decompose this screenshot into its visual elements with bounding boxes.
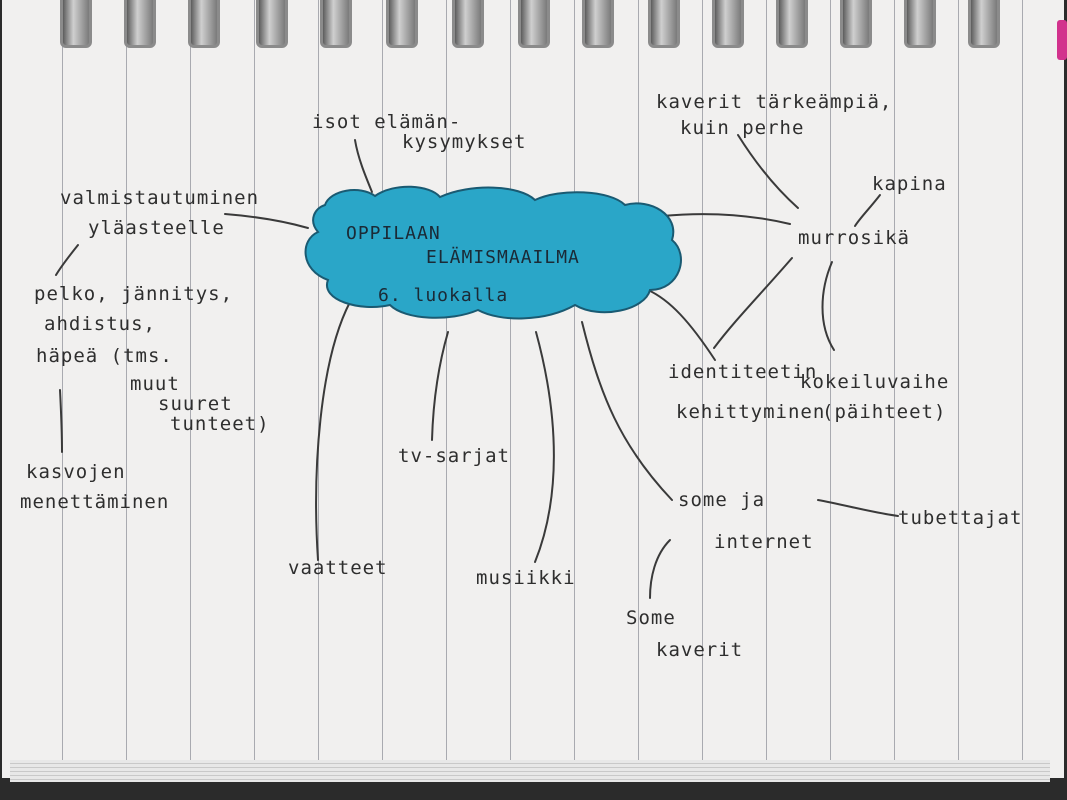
node-kapina: kapina [872,173,947,195]
edge-some-somekaverit [649,539,671,599]
node-ylaasteelle: yläasteelle [88,217,225,239]
node-musiikki: musiikki [476,567,576,589]
node-some: Some [626,607,676,629]
node-kaverit-tarkeampia: kaverit tärkeämpiä, [656,91,893,113]
node-kaverit: kaverit [656,639,744,661]
node-some-ja: some ja [678,489,766,511]
spiral-ring [904,0,936,48]
spiral-ring [776,0,808,48]
edge-kapina-murrosika [854,194,881,227]
node-kehittyminen: kehittyminen [676,401,826,423]
edge-kaverit-murrosika [737,134,799,209]
paper-stack-edge [10,760,1050,782]
edge-center-some [581,321,673,501]
edge-center-internet [647,289,716,361]
node-valmistautuminen: valmistautuminen [60,187,260,209]
spiral-ring [840,0,872,48]
node-kasvojen: kasvojen [26,461,126,483]
center-line-3: 6. luokalla [378,285,509,306]
node-tunteet: tunteet) [170,413,270,435]
center-line-1: OPPILAAN [346,223,441,244]
node-kokeiluvaihe: kokeiluvaihe [800,371,950,393]
node-muut: muut [130,373,180,395]
node-internet: internet [714,531,814,553]
edge-murrosika-identiteetin [713,257,793,349]
node-vaatteet: vaatteet [288,557,388,579]
node-tv-sarjat: tv-sarjat [398,445,510,467]
edge-center-valmistautuminen [224,213,309,229]
edge-center-tvsarjat [431,331,449,441]
spiral-ring [188,0,220,48]
spiral-ring [968,0,1000,48]
pink-tab [1057,20,1067,60]
center-line-2: ELÄMISMAAILMA [426,247,580,268]
spiral-ring [386,0,418,48]
node-tubettajat: tubettajat [898,507,1023,529]
node-suuret: suuret [158,393,233,415]
center-cloud [304,185,682,320]
spiral-ring [320,0,352,48]
edge-center-musiikki [534,331,555,563]
spiral-ring [518,0,550,48]
node-menettaminen: menettäminen [20,491,170,513]
node-pelko: pelko, jännitys, [34,283,234,305]
node-ahdistus: ahdistus, [44,313,156,335]
node-identiteetin: identiteetin [668,361,818,383]
node-hapea: häpeä (tms. [36,345,173,367]
edge-some-tubettajat [817,499,899,517]
spiral-ring [60,0,92,48]
node-isot-elaman: isot elämän- [312,111,462,133]
node-murrosika: murrosikä [798,227,910,249]
spiral-ring [256,0,288,48]
edge-hapea-kasvojen [59,389,63,453]
spiral-ring [124,0,156,48]
edge-center-vaatteet [315,301,351,561]
spiral-ring [582,0,614,48]
spiral-ring [452,0,484,48]
edge-murrosika-kokeiluvaihe [821,261,835,351]
node-paihteet: (päihteet) [822,401,947,423]
edge-center-isot [354,139,373,193]
node-kysymykset: kysymykset [402,131,527,153]
edge-center-murrosika [661,213,791,225]
spiral-ring [648,0,680,48]
spiral-ring [712,0,744,48]
edge-valmistautuminen-pelko [55,244,79,276]
paper-sheet [2,0,1064,778]
node-kuin-perhe: kuin perhe [680,117,805,139]
